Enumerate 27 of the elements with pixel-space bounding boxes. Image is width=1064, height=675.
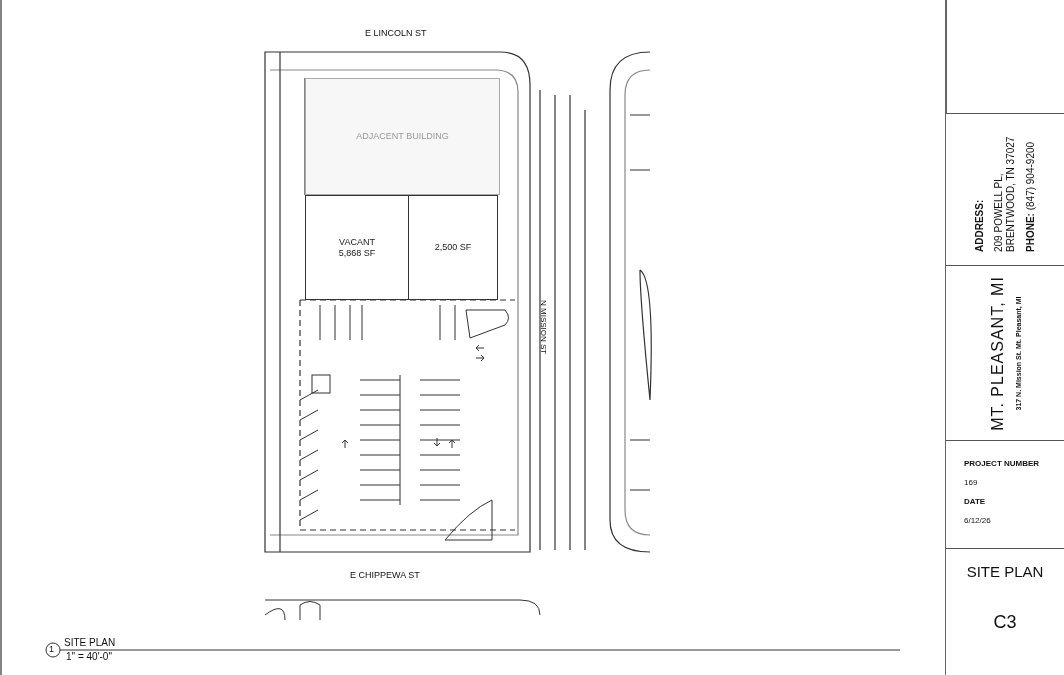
phone-text: PHONE: (847) 904-9200 xyxy=(1025,140,1036,252)
field-heading: DATE xyxy=(964,497,987,506)
sheet-title-cell xyxy=(946,548,1064,675)
unit-label: ADJACENT BUILDING xyxy=(356,131,449,142)
street-name: N MISSION ST xyxy=(539,300,548,355)
callout-number: 1 xyxy=(49,644,54,654)
address-cell xyxy=(946,113,1064,265)
field-value: 169 xyxy=(964,478,979,487)
area-label: 2,500 SF xyxy=(434,242,472,253)
sheet-number: C3 xyxy=(993,612,1017,633)
sheet-title: SITE PLAN xyxy=(966,563,1044,580)
vacant-unit xyxy=(305,195,409,300)
street-name: E LINCOLN ST xyxy=(365,28,427,38)
adjacent-building xyxy=(305,78,500,195)
unit-label: VACANT xyxy=(339,236,375,248)
field-value: 6/12/26 xyxy=(964,516,992,525)
drawing-title: SITE PLAN xyxy=(64,637,116,648)
area-label: 5,868 SF xyxy=(338,247,376,259)
project-info-cell xyxy=(946,440,1064,548)
address-heading: ADDRESS: xyxy=(974,198,985,252)
project-location-cell xyxy=(946,265,1064,440)
street-name: E CHIPPEWA ST xyxy=(350,570,420,580)
scale-note: 1" = 40'-0" xyxy=(66,651,112,662)
field-heading: PROJECT NUMBER xyxy=(964,459,1041,468)
leased-unit xyxy=(408,195,498,300)
project-title: MT. PLEASANT, MI xyxy=(988,276,1007,431)
address-text: 209 POWELL PL, BRENTWOOD, TN 37027 xyxy=(993,135,1017,252)
